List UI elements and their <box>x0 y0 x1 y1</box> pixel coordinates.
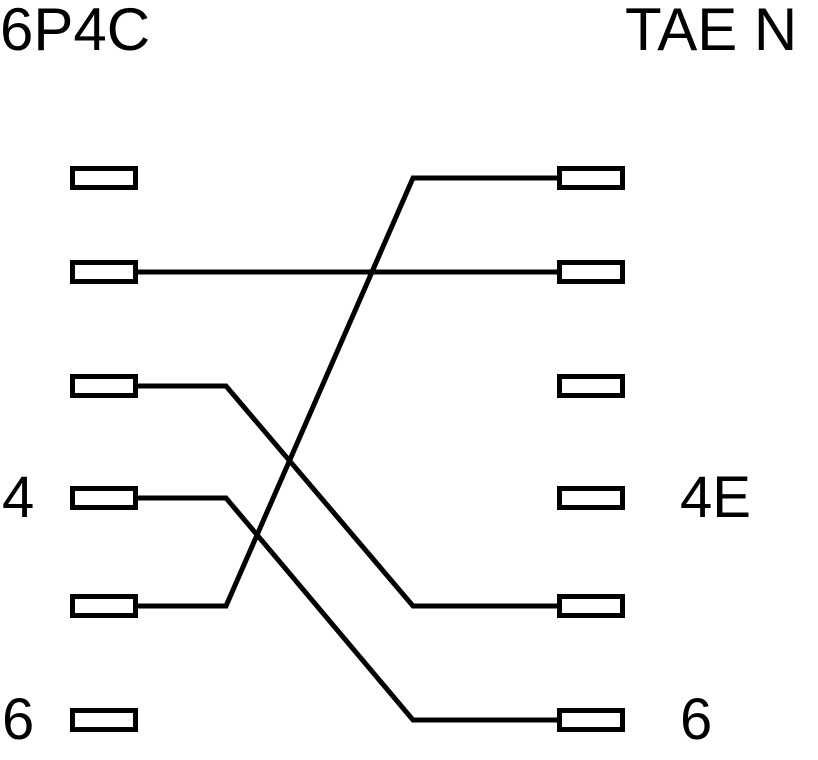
left-pin-6 <box>70 708 138 732</box>
right-connector-title: TAE N <box>625 0 798 63</box>
left-pin-label-4: 4 <box>2 465 35 530</box>
right-pin-6 <box>557 708 625 732</box>
right-pin-2 <box>557 260 625 284</box>
right-pin-label-4: 4E <box>680 465 751 530</box>
wire-left5-right1 <box>138 175 557 609</box>
right-pin-5 <box>557 594 625 618</box>
right-pin-1 <box>557 166 625 190</box>
right-pin-label-6: 6 <box>680 687 713 752</box>
left-pin-label-6: 6 <box>2 687 35 752</box>
left-pin-5 <box>70 594 138 618</box>
left-pin-2 <box>70 260 138 284</box>
left-pin-1 <box>70 166 138 190</box>
left-pin-4 <box>70 486 138 510</box>
left-connector-title: 6P4C <box>0 0 151 63</box>
wire-left4-right6 <box>138 495 557 723</box>
right-pin-3 <box>557 374 625 398</box>
left-pin-3 <box>70 374 138 398</box>
wire-left3-right5 <box>138 383 557 609</box>
right-pin-4 <box>557 486 625 510</box>
